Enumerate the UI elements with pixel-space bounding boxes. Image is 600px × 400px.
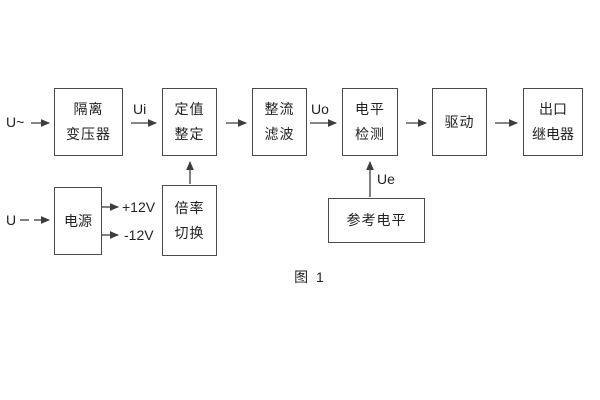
block-ratio-switch-line2: 切换 (174, 224, 205, 241)
block-reference-level-label: 参考电平 (346, 212, 407, 228)
block-power-supply: 电源 (54, 187, 102, 255)
block-level-detect-line2: 检测 (355, 126, 385, 142)
block-reference-level: 参考电平 (328, 198, 425, 243)
block-ratio-switch: 倍率 切换 (162, 185, 217, 256)
block-driver-label: 驱动 (444, 113, 475, 130)
block-setting-adjust: 定值 整定 (162, 88, 217, 156)
label-minus-12v: -12V (124, 227, 154, 243)
label-uo: Uo (311, 101, 329, 117)
block-isolation-transformer: 隔离 变压器 (54, 88, 123, 156)
label-ac-input: U~ (6, 114, 25, 130)
block-setting-adjust-line1: 定值 (174, 101, 205, 117)
block-rectifier-filter-line1: 整流 (264, 101, 295, 117)
label-dc-input: U (6, 212, 17, 228)
block-isolation-transformer-line1: 隔离 (73, 101, 104, 117)
block-output-relay-line1: 出口 (539, 101, 567, 117)
figure-caption: 图 1 (294, 269, 326, 285)
block-power-supply-label: 电源 (64, 212, 92, 229)
block-rectifier-filter: 整流 滤波 (252, 88, 307, 156)
block-output-relay-line2: 继电器 (532, 126, 574, 142)
block-driver: 驱动 (432, 88, 487, 156)
block-output-relay: 出口 继电器 (523, 88, 583, 156)
block-rectifier-filter-line2: 滤波 (264, 126, 295, 142)
block-ratio-switch-line1: 倍率 (174, 199, 205, 216)
label-ui: Ui (133, 101, 147, 117)
block-isolation-transformer-line2: 变压器 (66, 126, 111, 142)
block-level-detect-line1: 电平 (355, 101, 385, 117)
block-level-detect: 电平 检测 (342, 88, 398, 156)
label-plus-12v: +12V (122, 199, 156, 215)
label-ue: Ue (377, 171, 395, 187)
block-setting-adjust-line2: 整定 (174, 126, 205, 142)
